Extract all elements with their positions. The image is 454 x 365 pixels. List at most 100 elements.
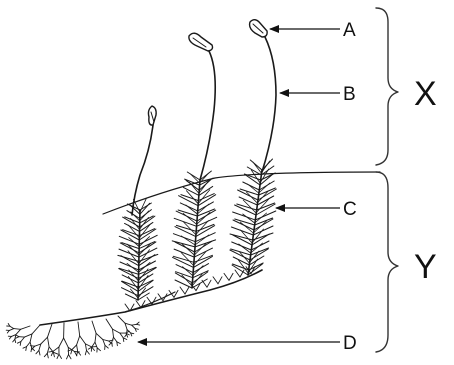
- rhizoid: [21, 337, 25, 341]
- rhizoid: [9, 329, 13, 331]
- capsules: [148, 20, 267, 125]
- rhizoid: [78, 322, 80, 336]
- label-b: B: [343, 84, 356, 105]
- leafy-shoots: [118, 159, 277, 311]
- rhizoid: [59, 338, 64, 347]
- rhizoid: [112, 342, 113, 346]
- rhizoid: [123, 338, 124, 342]
- leaf: [180, 287, 185, 294]
- leaf: [138, 293, 149, 300]
- rhizoid: [27, 342, 31, 347]
- rhizoid: [14, 329, 21, 330]
- stalk-2: [262, 37, 276, 172]
- rhizoid: [36, 350, 39, 353]
- basal-stem: [40, 270, 262, 325]
- brace-x: [376, 8, 398, 165]
- rhizoid: [120, 333, 123, 338]
- stalks: [132, 37, 276, 215]
- leaf: [181, 195, 199, 201]
- rhizoid: [95, 333, 96, 342]
- rhizoid: [30, 342, 32, 348]
- leaf: [235, 270, 240, 277]
- rhizoid: [30, 334, 32, 342]
- label-y: Y: [414, 248, 437, 286]
- rhizoid: [32, 325, 40, 334]
- rhizoid: [41, 337, 48, 344]
- rhizoid: [85, 350, 86, 354]
- rhizoid: [132, 324, 137, 325]
- leaf: [187, 172, 200, 180]
- leaf: [140, 203, 151, 210]
- label-c: C: [343, 199, 357, 220]
- leaf: [229, 273, 233, 280]
- rhizoid: [113, 329, 114, 337]
- rhizoid: [127, 330, 128, 335]
- rhizoid: [80, 336, 86, 344]
- shoot-left: [118, 198, 158, 300]
- rhizoid: [118, 316, 125, 323]
- rhizoid: [10, 326, 14, 328]
- rhizoid: [57, 354, 59, 358]
- leaf: [213, 277, 218, 284]
- rhizoid: [69, 355, 72, 359]
- rhizoid: [15, 337, 19, 339]
- label-x: X: [414, 75, 437, 113]
- leaf: [218, 277, 222, 284]
- rhizoid: [92, 321, 96, 333]
- rhizoid: [44, 353, 47, 356]
- rhizoid: [59, 354, 62, 358]
- rhizoid: [48, 337, 50, 347]
- rhizoid: [25, 334, 33, 337]
- rhizoid: [106, 319, 113, 329]
- leaf: [259, 181, 274, 190]
- capsule-1: [189, 33, 213, 51]
- rhizoid: [21, 326, 30, 329]
- brace-y: [376, 172, 398, 352]
- rhizoid: [16, 329, 21, 334]
- rhizoid: [132, 325, 135, 328]
- leaf: [122, 288, 139, 296]
- leaf: [224, 273, 229, 280]
- shoot-right: [230, 159, 277, 275]
- rhizoid: [48, 324, 53, 337]
- leaf: [125, 304, 130, 311]
- rhizoid: [85, 344, 91, 347]
- leaf: [120, 262, 139, 270]
- rhizoid: [97, 348, 100, 351]
- rhizoid: [53, 347, 59, 351]
- rhizoid: [117, 342, 118, 346]
- leaf: [195, 233, 215, 242]
- stalk-1: [200, 51, 215, 180]
- leaf: [240, 189, 259, 195]
- rhizoid: [113, 329, 120, 333]
- leaf: [202, 280, 207, 287]
- rhizoid: [87, 350, 90, 354]
- label-d: D: [343, 333, 357, 354]
- rhizoid: [77, 336, 80, 345]
- leaf: [128, 251, 139, 264]
- rhizoid: [114, 337, 117, 342]
- leaf: [185, 287, 189, 294]
- rhizoid: [13, 339, 15, 342]
- rhizoid: [64, 338, 69, 347]
- rhizoid: [96, 333, 103, 339]
- rhizoid: [105, 345, 108, 348]
- rhizoid: [72, 345, 77, 350]
- leaf: [125, 223, 140, 231]
- rhizoid: [47, 353, 48, 358]
- rhizoid: [85, 344, 86, 351]
- rhizoid: [125, 334, 127, 337]
- rhizoid: [30, 346, 34, 347]
- leaf: [207, 280, 211, 287]
- shoot-middle: [172, 171, 217, 288]
- leaf: [198, 202, 214, 211]
- rhizoid: [39, 350, 40, 355]
- leaf: [174, 290, 178, 297]
- rhizoid: [77, 345, 78, 352]
- label-a: A: [343, 20, 356, 41]
- leaf: [250, 160, 262, 170]
- rhizoid: [67, 355, 69, 359]
- rhizoid: [137, 324, 140, 325]
- rhizoids: [6, 316, 140, 359]
